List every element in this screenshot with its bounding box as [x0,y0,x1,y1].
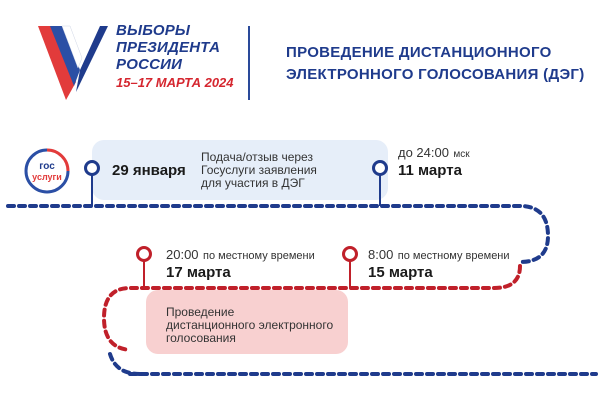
event-date-mar15: 15 марта [368,264,433,281]
logo-line-2: ПРЕЗИДЕНТА [116,39,221,56]
gosuslugi-line-2: услуги [32,172,62,182]
event-deadline-mar11: до 24:00 мск 11 марта [398,144,470,180]
event-end-mar17: 20:00 по местному времени 17 марта [166,246,315,282]
page-title-line-2: ЭЛЕКТРОННОГО ГОЛОСОВАНИЯ (ДЭГ) [286,66,585,83]
event-time-unit: мск [453,149,470,160]
event-date-mar17: 17 марта [166,264,231,281]
gosuslugi-logo: гос услуги [24,148,70,194]
event-time: 8:00 [368,247,394,262]
pin-marker-mar15 [342,246,358,262]
event-desc-line: Госуслуги заявления [201,163,317,177]
event-time-note: по местному времени [397,250,510,262]
page-title: ПРОВЕДЕНИЕ ДИСТАНЦИОННОГО ЭЛЕКТРОННОГО Г… [286,42,586,86]
event-date-mar11: 11 марта [398,162,462,179]
pin-marker-mar11 [372,160,388,176]
event-time: до 24:00 [398,145,449,160]
event-desc-registration: Подача/отзыв через Госуслуги заявления д… [201,151,317,190]
pin-marker-jan29 [84,160,100,176]
event-desc-line: Подача/отзыв через [201,150,313,164]
event-start-mar15: 8:00 по местному времени 15 марта [368,246,510,282]
event-date-jan29: 29 января [112,162,186,179]
registration-period-box [92,140,388,200]
event-time-note: по местному времени [203,250,315,262]
event-desc-line: Проведение [166,305,235,319]
event-desc-voting: Проведение дистанционного электронного г… [166,306,333,345]
voting-period-box [146,290,348,354]
event-desc-line: голосования [166,331,236,345]
logo-line-3: РОССИИ [116,56,183,73]
pin-marker-mar17 [136,246,152,262]
election-logo-text: ВЫБОРЫ ПРЕЗИДЕНТА РОССИИ 15–17 МАРТА 202… [116,22,234,91]
header-divider [248,26,250,100]
event-desc-line: для участия в ДЭГ [201,176,305,190]
logo-dates: 15–17 МАРТА 2024 [116,75,234,90]
page-title-line-1: ПРОВЕДЕНИЕ ДИСТАНЦИОННОГО [286,44,552,61]
event-desc-line: дистанционного электронного [166,318,334,332]
gosuslugi-line-1: гос [39,161,55,172]
logo-line-1: ВЫБОРЫ [116,22,191,39]
election-logo-v [38,25,108,100]
event-time: 20:00 [166,247,199,262]
